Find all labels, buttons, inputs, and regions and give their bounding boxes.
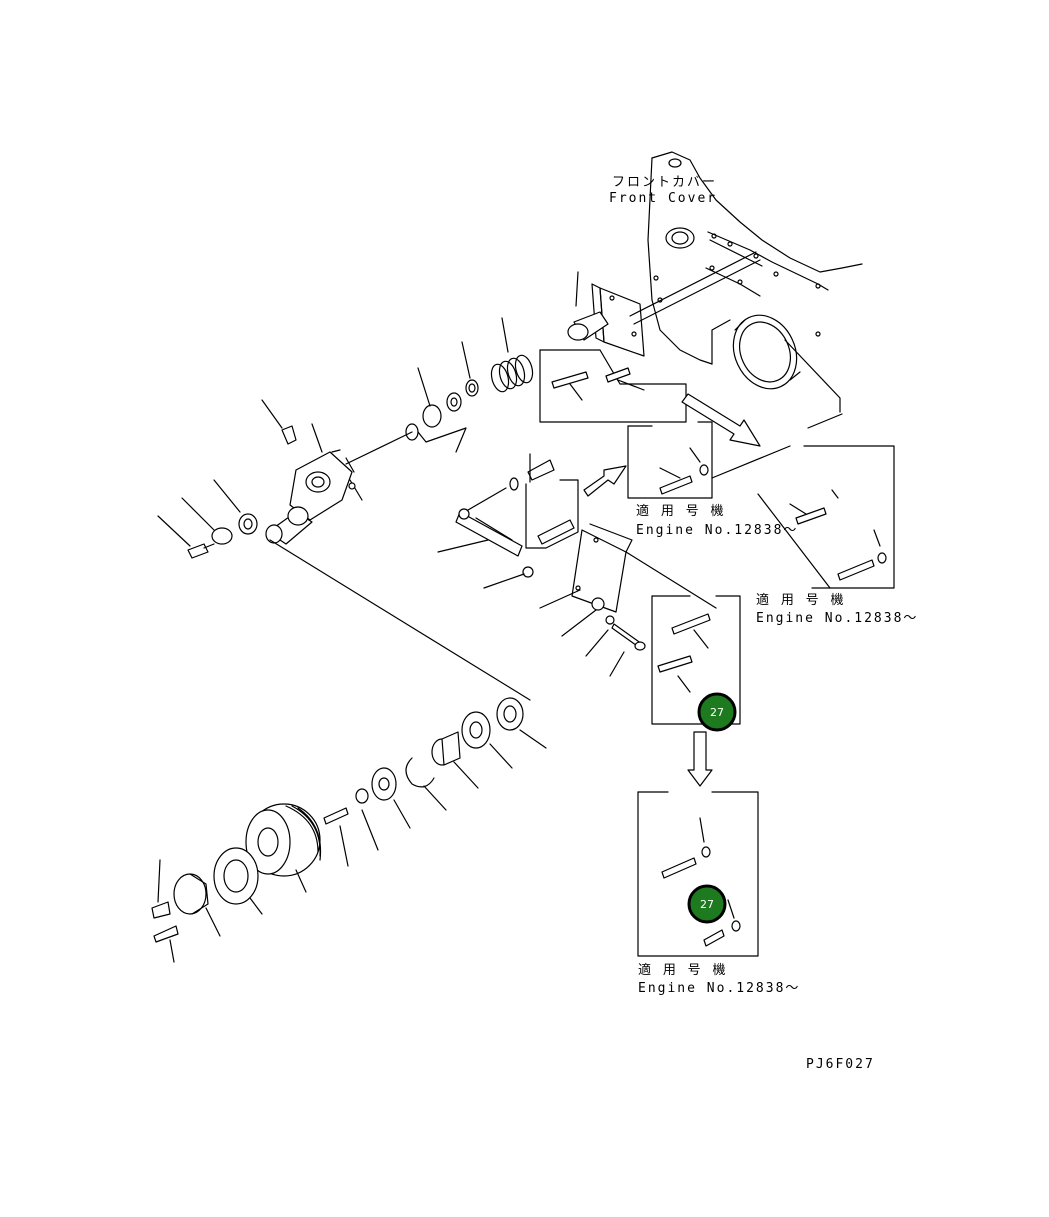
adjusting-link [437,453,555,589]
callout-27-upper-circle[interactable] [697,692,737,732]
callout-27-lower[interactable]: 27 [687,884,727,924]
callout-27-upper[interactable]: 27 [697,692,737,732]
bracket-bolt-box [539,349,687,423]
boxed-bolt-group-1 [651,595,741,725]
lower-bracket-plate [539,523,717,677]
down-arrow [687,731,713,787]
left-washer-set [157,479,258,559]
link-bolt-box [525,465,627,549]
upper-washers [405,341,479,453]
front-cover-label-en: Front Cover [609,191,717,206]
idler-arm [261,399,531,701]
figure-code: PJ6F027 [806,1057,875,1072]
engine-no-label-2: Engine No.12838〜 [756,611,918,626]
front-cover [647,151,863,429]
applicable-label-2-jp: 適 用 号 機 [756,592,845,608]
idler-shaft-bracket [567,251,761,357]
engine-no-label-3: Engine No.12838〜 [638,981,800,996]
boxed-bolt-group-2 [637,791,759,957]
applicable-label-1-jp: 適 用 号 機 [636,503,725,519]
applicable-label-3-jp: 適 用 号 機 [638,962,727,978]
spring [490,317,534,393]
right-variant-box [627,393,895,589]
callout-27-lower-label: 27 [700,898,714,911]
engine-no-label-1: Engine No.12838〜 [636,523,798,538]
callout-27-lower-circle[interactable] [687,884,727,924]
callout-27-upper-label: 27 [710,706,724,719]
front-cover-label-jp: フロントカバー [612,175,717,190]
pulley-assembly [151,697,547,963]
